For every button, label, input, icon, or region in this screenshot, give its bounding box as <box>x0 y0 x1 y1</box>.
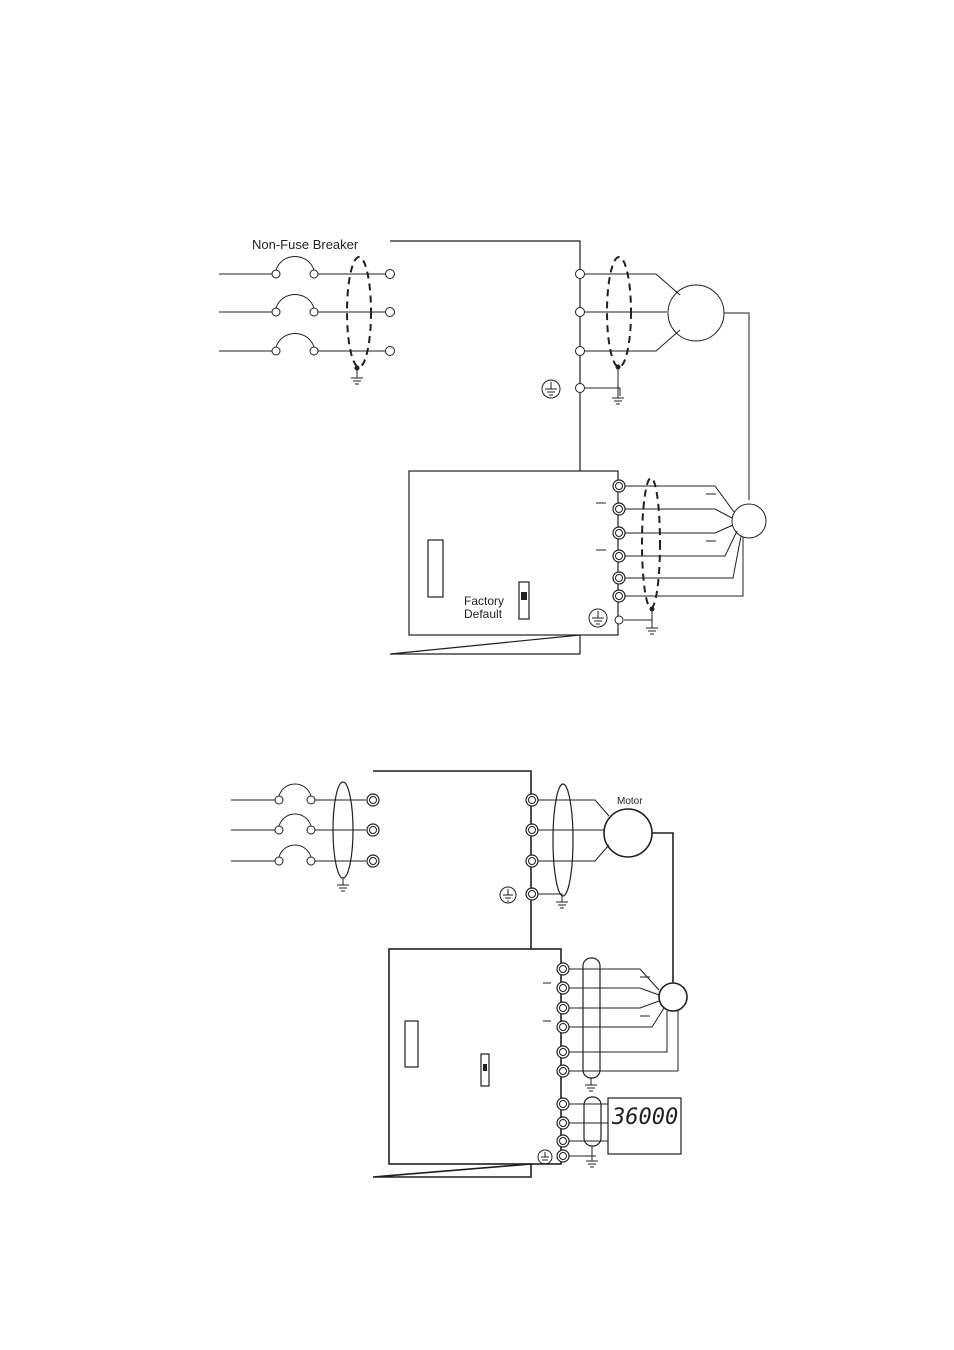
motor-label: Motor <box>617 796 643 807</box>
ground-symbol <box>612 365 624 405</box>
pg-connector <box>405 1021 418 1067</box>
dip-switch <box>519 582 529 619</box>
terminal-v <box>576 308 585 317</box>
terminal-v <box>526 824 538 836</box>
pg-card <box>409 471 618 635</box>
drive-body <box>390 241 580 654</box>
pg-terminals <box>543 963 569 1162</box>
pg-terminals <box>596 480 625 624</box>
ground-symbol <box>337 878 349 891</box>
terminal-w <box>526 855 538 867</box>
pg-connector <box>428 540 443 597</box>
terminal-r <box>386 270 395 279</box>
breaker-label: Non-Fuse Breaker <box>252 237 359 252</box>
terminal-s <box>367 824 379 836</box>
factory-default-label-1: Factory <box>464 594 504 608</box>
ground-symbol <box>351 366 363 385</box>
motor <box>604 809 652 857</box>
non-fuse-breaker <box>231 784 366 865</box>
encoder-shield <box>583 958 600 1078</box>
terminal-w <box>576 347 585 356</box>
terminal-ground <box>576 384 585 393</box>
factory-default-label-2: Default <box>464 607 503 621</box>
counter-display-value: 36000 <box>611 1105 678 1130</box>
encoder-shield <box>642 478 660 608</box>
terminal-t <box>386 347 395 356</box>
terminal-u <box>526 794 538 806</box>
wiring-diagram-2: Motor <box>231 771 687 1177</box>
terminal-t <box>367 855 379 867</box>
terminal-r <box>367 794 379 806</box>
ground-symbol <box>556 902 568 908</box>
earth-terminal-symbol <box>538 1150 552 1164</box>
encoder <box>732 504 766 538</box>
terminal-s <box>386 308 395 317</box>
terminal-u <box>576 270 585 279</box>
dip-switch <box>481 1054 489 1086</box>
output-shield <box>553 784 573 896</box>
motor <box>668 285 724 341</box>
drive-body <box>373 771 531 1177</box>
non-fuse-breaker <box>219 257 387 356</box>
terminal-ground <box>526 888 538 900</box>
pg-card <box>389 949 561 1164</box>
ground-symbol <box>585 1078 597 1091</box>
earth-terminal-symbol <box>500 887 516 903</box>
earth-terminal-symbol <box>542 380 560 398</box>
wiring-diagram-1: Non-Fuse Breaker <box>219 237 766 654</box>
earth-terminal-symbol <box>589 609 607 627</box>
encoder <box>659 983 687 1011</box>
